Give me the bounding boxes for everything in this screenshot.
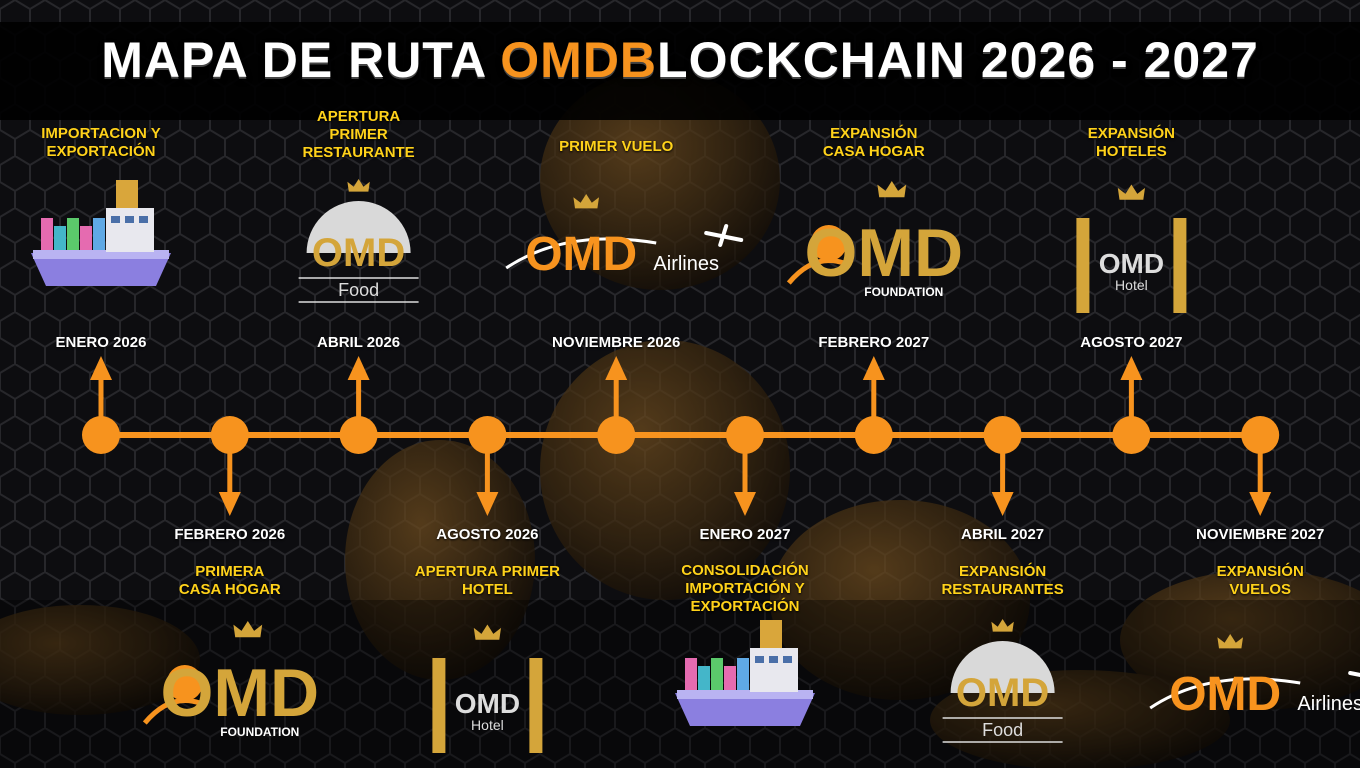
milestone-event-line: EXPANSIÓN <box>958 563 1047 580</box>
milestone-date: ABRIL 2027 <box>961 526 1045 543</box>
milestone-event-line: APERTURA PRIMER <box>414 563 561 580</box>
milestone-date: NOVIEMBRE 2026 <box>551 334 681 351</box>
arrow-head <box>862 356 885 380</box>
title-accent: OMDB <box>500 32 658 88</box>
foundation-wordmark: FOUNDATION <box>864 285 943 299</box>
arrow-head <box>1120 356 1143 380</box>
omd-airlines-logo: OMD Airlines <box>1149 634 1360 721</box>
milestone-event-line: HOTEL <box>461 581 513 598</box>
airlines-wordmark: Airlines <box>653 253 719 275</box>
timeline-node <box>854 416 893 454</box>
omd-wordmark: OMD <box>804 215 963 291</box>
airplane-icon <box>1348 671 1360 677</box>
milestone-event-line: EXPANSIÓN <box>1216 563 1304 580</box>
milestone-event-line: EXPORTACIÓN <box>690 598 800 615</box>
cargo-ship-icon <box>675 620 815 726</box>
milestone-event-line: CASA HOGAR <box>822 143 925 160</box>
cargo-ship-icon <box>31 180 171 286</box>
milestone-date: FEBRERO 2026 <box>174 526 286 543</box>
milestone-event-line: CASA HOGAR <box>178 581 281 598</box>
timeline-node <box>597 416 636 454</box>
crown-icon <box>233 621 263 638</box>
milestone-event-line: EXPANSIÓN <box>830 125 918 142</box>
omd-food-logo: OMD Food <box>942 619 1063 743</box>
timeline-node <box>726 416 764 454</box>
arrow-head <box>347 356 370 380</box>
milestone-event-line: HOTELES <box>1095 143 1167 160</box>
milestone-date: ENERO 2026 <box>55 334 147 351</box>
omd-wordmark: OMD <box>455 688 520 719</box>
crown-icon <box>991 619 1014 632</box>
timeline-node <box>339 416 378 454</box>
timeline-node <box>983 416 1022 454</box>
milestone-date: AGOSTO 2027 <box>1080 334 1183 351</box>
crown-icon <box>1117 184 1145 200</box>
milestone-event-line: PRIMER VUELO <box>559 138 674 155</box>
timeline-node <box>210 416 249 454</box>
omd-wordmark: OMD <box>1099 248 1164 279</box>
milestone-date: ENERO 2027 <box>699 526 791 543</box>
milestone-event-line: IMPORTACIÓN Y <box>685 580 805 597</box>
arrow-head <box>991 492 1014 516</box>
omd-wordmark: OMD <box>160 655 319 731</box>
milestone-event-line: EXPORTACIÓN <box>46 143 156 160</box>
omd-wordmark: OMD <box>312 231 405 275</box>
milestone-event-line: VUELOS <box>1229 581 1292 598</box>
milestone-date: ABRIL 2026 <box>317 334 401 351</box>
milestone-event-line: RESTAURANTES <box>941 581 1064 598</box>
milestone-event-line: IMPORTACION Y <box>41 125 161 142</box>
arrow-head <box>1249 492 1272 516</box>
timeline-node <box>468 416 507 454</box>
omd-food-logo: OMD Food <box>298 179 419 303</box>
title-suffix: LOCKCHAIN 2026 - 2027 <box>657 32 1259 88</box>
arrow-head <box>734 492 756 516</box>
timeline-node <box>1112 416 1151 454</box>
milestone-event-line: CONSOLIDACIÓN <box>681 562 809 579</box>
crown-icon <box>1217 634 1243 649</box>
airlines-wordmark: Airlines <box>1297 693 1360 715</box>
milestone-event-line: EXPANSIÓN <box>1087 125 1176 142</box>
milestone-event-line: PRIMER <box>329 126 388 143</box>
crown-icon <box>347 179 370 192</box>
title-prefix: MAPA DE RUTA <box>101 32 501 88</box>
milestone-date: FEBRERO 2027 <box>818 334 930 351</box>
milestone-date: NOVIEMBRE 2027 <box>1195 526 1325 543</box>
arrow-head <box>90 356 112 380</box>
omd-wordmark: OMD <box>525 228 637 281</box>
omd-wordmark: OMD <box>956 671 1049 715</box>
omd-airlines-logo: OMD Airlines <box>505 194 744 281</box>
airplane-icon <box>704 224 744 247</box>
food-wordmark: Food <box>338 280 379 300</box>
milestone-event-line: PRIMERA <box>195 563 265 580</box>
page-title: MAPA DE RUTA OMDBLOCKCHAIN 2026 - 2027 <box>0 30 1360 90</box>
foundation-wordmark: FOUNDATION <box>220 725 299 739</box>
timeline-node <box>82 416 120 454</box>
arrow-head <box>605 356 628 380</box>
milestone-date: AGOSTO 2026 <box>436 526 539 543</box>
milestone-event-line: RESTAURANTE <box>302 144 415 161</box>
hotel-wordmark: Hotel <box>471 717 504 733</box>
omd-wordmark: OMD <box>1169 668 1281 721</box>
hotel-wordmark: Hotel <box>1115 277 1148 293</box>
crown-icon <box>573 194 599 209</box>
crown-icon <box>473 624 501 640</box>
milestone-event-line: APERTURA <box>316 108 401 125</box>
arrow-head <box>476 492 499 516</box>
crown-icon <box>877 181 907 198</box>
food-wordmark: Food <box>982 720 1023 740</box>
arrow-head <box>218 492 241 516</box>
timeline-node <box>1241 416 1280 454</box>
